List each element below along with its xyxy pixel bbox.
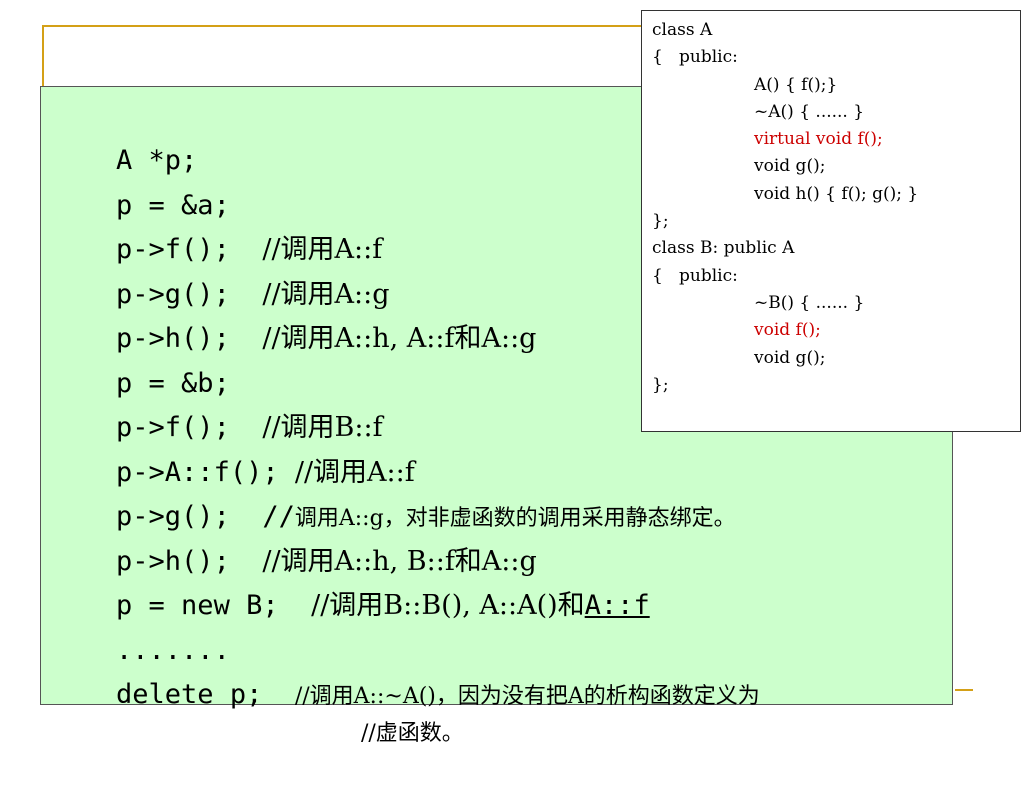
code-line: p->A::f(); //调用A::f (51, 407, 952, 488)
ref-code-line: ~A() { ...... } (754, 101, 865, 122)
code-comment: //调用A::h, B::f和A::g (262, 545, 537, 577)
code-line: p = new B; //调用B::B(), A::A()和A::f (51, 540, 952, 621)
ref-code-line: ~B() { ...... } (754, 292, 865, 313)
code-text: p = &a; (116, 189, 230, 221)
code-text: p->g(); (116, 278, 263, 310)
code-comment: //调用A::~A()，因为没有把A的析构函数定义为 (294, 684, 760, 709)
code-text: p->f(); (116, 412, 263, 443)
code-line: ....... (51, 585, 952, 666)
code-line: p->g(); //调用A::g (51, 229, 952, 310)
code-comment: //调用B::f (262, 412, 383, 443)
ref-code-line: A() { f();} (754, 74, 838, 95)
code-comment-underlined: A::f (584, 590, 650, 621)
slide-frame-decoration-bottom (955, 689, 973, 691)
ref-code-line: }; (652, 211, 669, 232)
ref-code-line-highlighted: void f(); (754, 320, 821, 341)
code-text: p->f(); (116, 234, 263, 265)
slide-frame-decoration-top (42, 25, 654, 87)
code-line: p->h(); //调用A::h, A::f和A::g (51, 273, 952, 354)
code-line: p = &b; (51, 318, 952, 399)
code-line: p = &a; (51, 140, 952, 221)
ref-code-line: { public: (652, 47, 738, 68)
code-text: A *p; (116, 145, 198, 176)
code-line: delete p; //调用A::~A()，因为没有把A的析构函数定义为 (51, 629, 952, 710)
code-text: p->A::f(); (116, 456, 295, 488)
code-line: p->f(); //调用A::f (51, 184, 952, 265)
code-comment: //调用B::B(), A::A()和 (311, 590, 585, 621)
code-comment: //调用A::f (294, 456, 415, 488)
code-line: p->h(); //调用A::h, B::f和A::g (51, 496, 952, 577)
code-line: p->g(); //调用A::g，对非虚函数的调用采用静态绑定。 (51, 451, 952, 532)
code-text: p = new B; (116, 590, 312, 621)
code-text: p->h(); (116, 545, 263, 577)
ref-code-line: void h() { f(); g(); } (754, 183, 919, 204)
code-line: A *p; (51, 95, 952, 176)
code-comment: //调用A::f (262, 234, 383, 265)
code-text: p = &b; (116, 367, 230, 399)
code-comment: //虚函数。 (360, 720, 464, 746)
ref-code-line: }; (652, 374, 669, 395)
code-line: //虚函数。 (51, 674, 952, 746)
ref-code-line: void g(); (754, 347, 826, 368)
code-text: p->g(); (116, 501, 263, 532)
ref-code-line: class A (652, 20, 713, 40)
code-comment: //调用A::h, A::f和A::g (262, 323, 537, 354)
ref-code-line-highlighted: virtual void f(); (754, 129, 883, 150)
code-comment: //调用A::g (262, 278, 390, 310)
code-text: ....... (116, 634, 230, 666)
ref-code-line: void g(); (754, 156, 826, 177)
code-comment: 调用A::g，对非虚函数的调用采用静态绑定。 (294, 506, 736, 531)
code-comment-prefix: // (262, 501, 295, 532)
ref-code-line: class B: public A (652, 238, 795, 259)
code-text: delete p; (116, 679, 295, 710)
code-line: p->f(); //调用B::f (51, 362, 952, 443)
class-definition-box: class A { public: A() { f();} ~A() { ...… (641, 10, 1021, 432)
ref-code-line: { public: (652, 265, 738, 286)
code-text: p->h(); (116, 323, 263, 354)
